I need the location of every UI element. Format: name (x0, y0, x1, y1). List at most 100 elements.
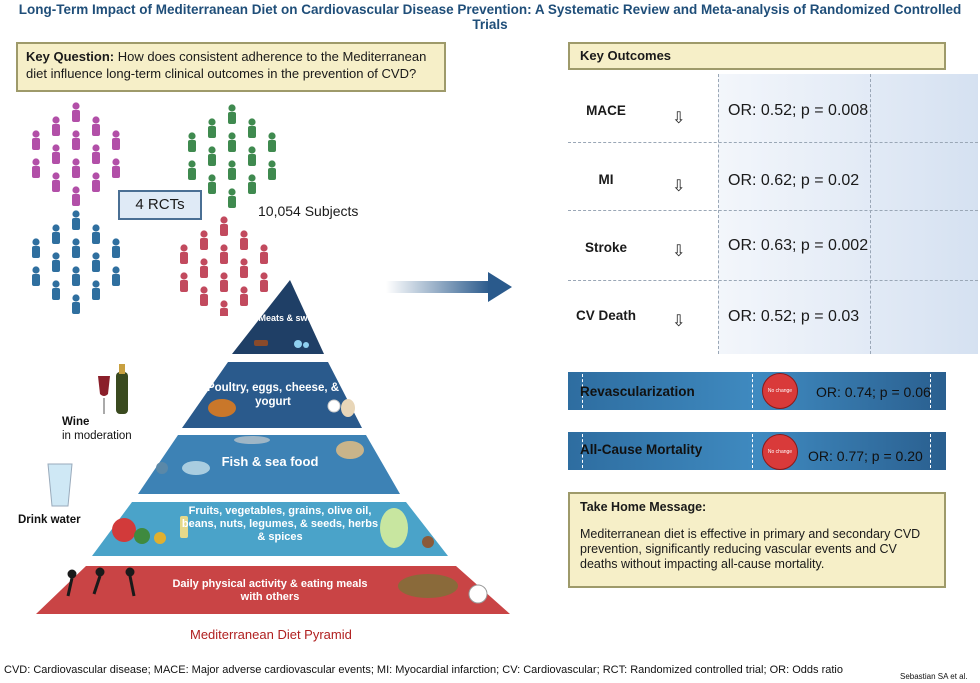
person-icon (72, 210, 80, 218)
person-icon (92, 280, 100, 288)
person-icon (220, 216, 228, 224)
person-body (72, 246, 80, 258)
person-body (260, 252, 268, 264)
person-icon (92, 252, 100, 260)
person-body (52, 180, 60, 192)
person-body (188, 168, 196, 180)
person-body (220, 224, 228, 236)
person-body (240, 294, 248, 306)
rct-count-box: 4 RCTs (118, 190, 202, 220)
person-body (260, 280, 268, 292)
water-glass-icon (47, 463, 73, 507)
person-icon (188, 160, 196, 168)
runners-icon (66, 567, 136, 597)
person-body (240, 238, 248, 250)
outcome-value: OR: 0.62; p = 0.02 (728, 172, 860, 189)
pyramid-tier-meats (232, 280, 324, 354)
person-icon (112, 238, 120, 246)
down-arrow-icon: ⇩ (672, 243, 686, 260)
person-body (228, 168, 236, 180)
person-body (188, 140, 196, 152)
olive-oil-icon (180, 516, 188, 538)
person-icon (32, 238, 40, 246)
person-body (112, 166, 120, 178)
person-icon (72, 266, 80, 274)
person-body (240, 266, 248, 278)
person-icon (228, 188, 236, 196)
down-arrow-icon: ⇩ (672, 178, 686, 195)
person-body (52, 124, 60, 136)
person-icon (200, 286, 208, 294)
person-icon (72, 130, 80, 138)
person-icon (220, 272, 228, 280)
person-icon (240, 230, 248, 238)
person-body (220, 308, 228, 316)
person-body (112, 138, 120, 150)
outcome-value: OR: 0.63; p = 0.002 (728, 237, 869, 254)
person-icon (52, 116, 60, 124)
person-body (32, 274, 40, 286)
person-icon (52, 280, 60, 288)
person-body (200, 266, 208, 278)
credit: Sebastian SA et al. (900, 672, 968, 681)
outcome-name: All-Cause Mortality (580, 442, 703, 457)
person-body (112, 274, 120, 286)
person-icon (260, 272, 268, 280)
fish-icon (182, 436, 364, 475)
person-body (228, 112, 236, 124)
outcome-bar-all-cause-mortality: All-Cause Mortality No change OR: 0.77; … (568, 432, 946, 470)
outcome-value: OR: 0.52; p = 0.008 (728, 102, 869, 119)
eggs-icon (327, 399, 355, 417)
take-home-text: Mediterranean diet is effective in prima… (580, 527, 921, 571)
person-icon (112, 130, 120, 138)
take-home-box: Take Home Message: Mediterranean diet is… (568, 492, 946, 588)
person-icon (200, 230, 208, 238)
person-body (248, 154, 256, 166)
person-icon (92, 224, 100, 232)
tier-label-meats: Meats & sweets (258, 313, 326, 323)
person-body (180, 252, 188, 264)
person-icon (72, 238, 80, 246)
person-icon (180, 272, 188, 280)
person-body (248, 182, 256, 194)
person-body (92, 260, 100, 272)
person-icon (208, 118, 216, 126)
person-icon (220, 300, 228, 308)
person-icon (260, 244, 268, 252)
outcome-name: MI (598, 172, 614, 187)
person-body (220, 280, 228, 292)
outcome-value: OR: 0.77; p = 0.20 (808, 448, 923, 464)
no-change-badge: No change (762, 373, 798, 409)
pyramid-caption: Mediterranean Diet Pyramid (190, 627, 352, 642)
wine-icon (98, 364, 128, 414)
meal-icon (398, 574, 488, 604)
person-body (92, 232, 100, 244)
person-body (72, 138, 80, 150)
person-icon (268, 132, 276, 140)
diet-pyramid (36, 280, 510, 614)
person-body (220, 252, 228, 264)
person-icon (220, 244, 228, 252)
person-body (200, 294, 208, 306)
person-icon (72, 158, 80, 166)
person-icon (240, 258, 248, 266)
person-body (248, 126, 256, 138)
vegetables-icon (112, 508, 434, 548)
down-arrow-icon: ⇩ (672, 313, 686, 330)
tier-label-fish: Fish & sea food (221, 454, 319, 469)
person-body (72, 194, 80, 206)
person-icon (92, 144, 100, 152)
person-body (32, 138, 40, 150)
person-body (92, 180, 100, 192)
person-icon (112, 158, 120, 166)
person-icon (72, 294, 80, 302)
population-graphic (32, 102, 276, 316)
no-change-badge: No change (762, 434, 798, 470)
person-icon (32, 158, 40, 166)
wine-label: Wine (62, 416, 90, 428)
outcome-name: CV Death (575, 308, 636, 323)
person-body (92, 288, 100, 300)
person-icon (268, 160, 276, 168)
person-icon (52, 144, 60, 152)
person-icon (228, 132, 236, 140)
